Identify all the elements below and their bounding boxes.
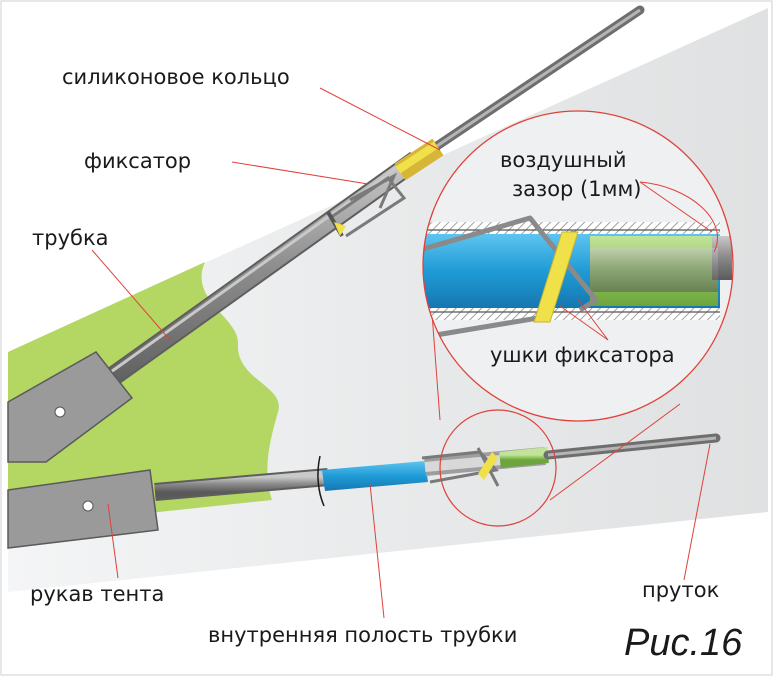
- zoom-circle-outline: [422, 110, 734, 422]
- upper-clamp-ear: [334, 222, 346, 236]
- detail-callout-circle: [439, 409, 557, 527]
- upper-pole: [7, 5, 645, 463]
- upper-tent-sleeve: [7, 351, 134, 463]
- label-tube: трубка: [32, 226, 109, 250]
- lower-tent-sleeve: [7, 469, 159, 549]
- label-tube-inner-cavity: внутренняя полость трубки: [208, 623, 517, 647]
- lower-silicone-ring: [499, 447, 549, 468]
- lower-pole: [7, 433, 721, 549]
- zoom-guide-line-2: [549, 403, 681, 501]
- lower-clamp-ear: [478, 452, 498, 480]
- label-rod: пруток: [642, 578, 719, 602]
- label-air-gap-line1: воздушный: [500, 148, 627, 172]
- label-clamp: фиксатор: [84, 149, 191, 173]
- grass-area: [8, 262, 279, 528]
- label-silicone-ring: силиконовое кольцо: [62, 65, 290, 89]
- zoom-clamp-ear: [533, 231, 579, 323]
- lower-tube-cavity: [322, 461, 428, 491]
- label-tent-sleeve: рукав тента: [30, 582, 164, 606]
- label-air-gap-line2: зазор (1мм): [512, 177, 642, 201]
- figure-number: Рис.16: [624, 622, 743, 664]
- leader-lines: [91, 87, 718, 619]
- zoom-detail: [422, 110, 734, 422]
- label-clamp-ears: ушки фиксатора: [490, 343, 675, 367]
